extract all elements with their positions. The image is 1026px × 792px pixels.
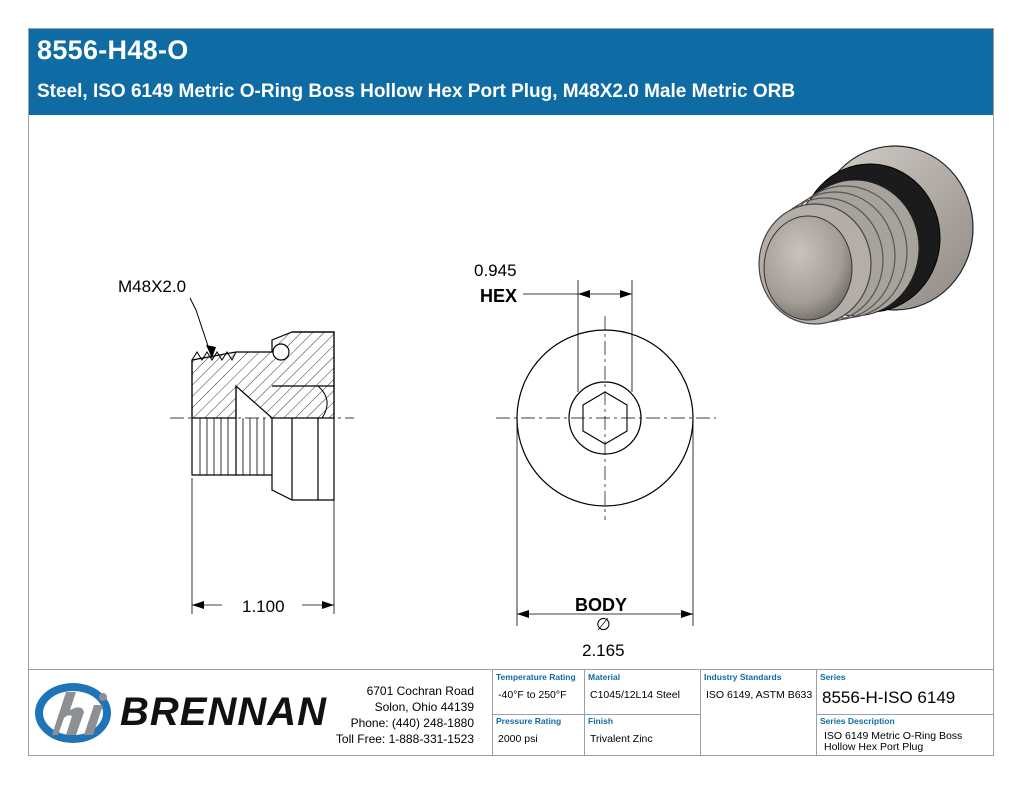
material-cell: Material C1045/12L14 Steel [584,670,700,714]
temperature-label: Temperature Rating [496,672,576,682]
standards-value: ISO 6149, ASTM B633 [706,689,813,701]
thread-size-label: M48X2.0 [118,277,187,296]
pressure-label: Pressure Rating [496,716,562,726]
series-label: Series [820,672,846,682]
series-description-value: ISO 6149 Metric O-Ring Boss Hollow Hex P… [824,730,963,753]
pressure-cell: Pressure Rating 2000 psi [492,714,584,756]
phone-number: Phone: (440) 248-1880 [350,716,474,730]
part-description: Steel, ISO 6149 Metric O-Ring Boss Hollo… [37,81,796,102]
series-cell: Series [816,670,993,714]
material-value: C1045/12L14 Steel [590,689,680,701]
hex-dimension: 0.945 [474,261,517,280]
pressure-value: 2000 psi [498,733,538,745]
material-label: Material [588,672,621,682]
finish-cell: Finish Trivalent Zinc [584,714,700,756]
company-logo-text: BRENNAN [120,690,327,734]
brennan-logo-mark [35,683,111,743]
spec-row-divider-left [492,714,700,715]
standards-label: Industry Standards [704,672,782,682]
address-line2: Solon, Ohio 44139 [374,700,474,714]
title-banner: 8556-H48-O Steel, ISO 6149 Metric O-Ring… [29,29,993,115]
company-address: 6701 Cochran Road Solon, Ohio 44139 Phon… [336,683,474,747]
plug-3d-render [758,145,974,325]
temperature-value: -40°F to 250°F [498,689,567,701]
series-description-cell: Series Description [816,714,993,756]
standards-cell: Industry Standards ISO 6149, ASTM B633 [700,670,816,756]
series-description-label: Series Description [820,716,895,726]
spec-row-divider-right [816,714,993,715]
footer-divider [29,669,993,670]
hex-label: HEX [480,286,518,306]
body-diameter-dimension: 2.165 [582,641,625,660]
length-dimension: 1.100 [242,597,285,616]
temperature-cell: Temperature Rating -40°F to 250°F [492,670,584,714]
toll-free-number: Toll Free: 1-888-331-1523 [335,732,474,746]
finish-label: Finish [588,716,614,726]
series-value: 8556-H-ISO 6149 [822,688,956,707]
part-number: 8556-H48-O [37,35,189,65]
diameter-symbol: ∅ [596,615,611,634]
finish-value: Trivalent Zinc [590,733,653,745]
end-view [496,280,716,626]
body-label: BODY [575,595,628,615]
drawing-sheet [28,28,994,756]
address-line1: 6701 Cochran Road [366,684,474,698]
side-section-view [170,297,354,614]
